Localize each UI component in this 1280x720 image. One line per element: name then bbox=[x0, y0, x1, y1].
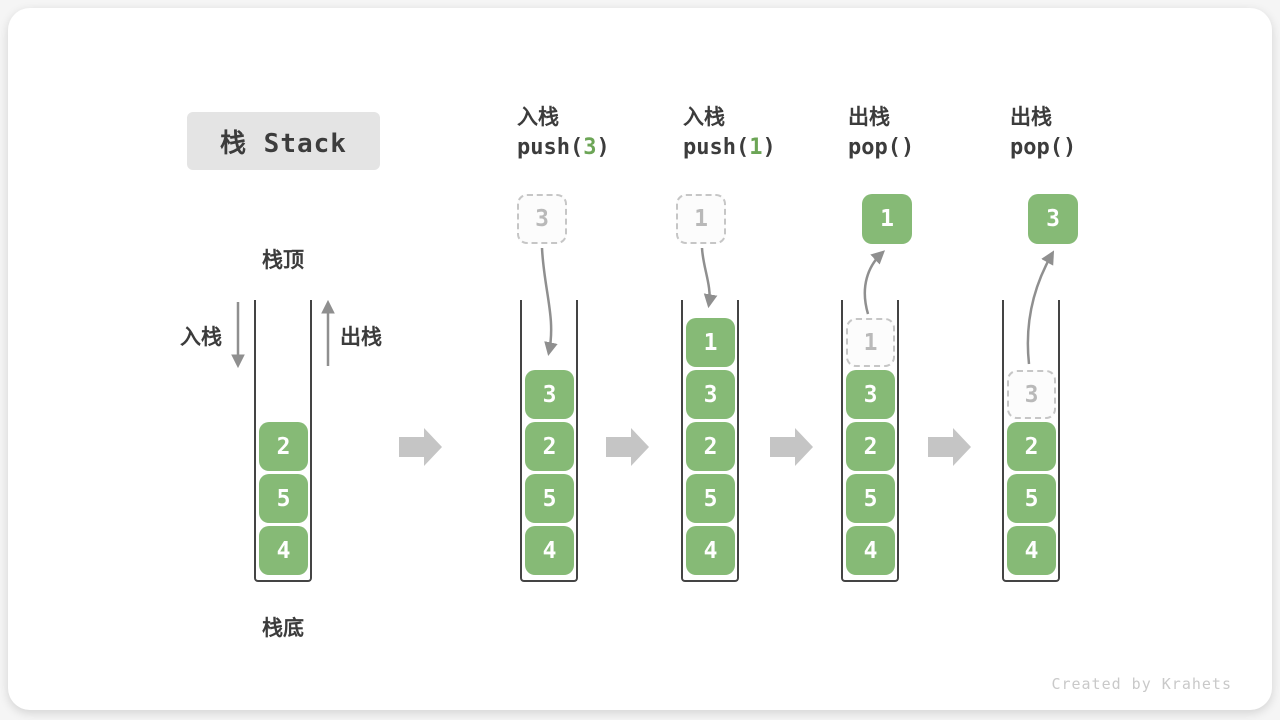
op-label-push-1: 入栈 push(1) bbox=[683, 104, 776, 164]
stack-cell: 2 bbox=[686, 422, 735, 471]
op-label-push-3: 入栈 push(3) bbox=[517, 104, 610, 164]
stack-cell: 2 bbox=[846, 422, 895, 471]
popped-placeholder-cell: 1 bbox=[846, 318, 895, 367]
op-code-arg: 1 bbox=[749, 135, 763, 160]
diagram-title-text: 栈 Stack bbox=[220, 128, 347, 159]
op-code-text: pop() bbox=[848, 132, 914, 164]
diagram-title: 栈 Stack bbox=[187, 112, 380, 170]
stack-cell: 4 bbox=[525, 526, 574, 575]
stack-cell: 5 bbox=[846, 474, 895, 523]
op-action-text: 入栈 bbox=[517, 106, 559, 129]
floating-push-value: 1 bbox=[676, 194, 726, 244]
stack-container-initial bbox=[254, 300, 312, 582]
stack-container-pop-first bbox=[841, 300, 899, 582]
stack-container-pop-second bbox=[1002, 300, 1060, 582]
op-code-suffix: ) bbox=[762, 135, 776, 160]
stack-cell: 3 bbox=[525, 370, 574, 419]
stack-bottom-label: 栈底 bbox=[262, 617, 304, 640]
stack-cell: 4 bbox=[686, 526, 735, 575]
stack-cell: 5 bbox=[525, 474, 574, 523]
floating-push-value: 3 bbox=[517, 194, 567, 244]
stack-cell: 2 bbox=[525, 422, 574, 471]
stack-cell: 2 bbox=[259, 422, 308, 471]
push-side-label: 入栈 bbox=[180, 326, 222, 349]
stack-cell: 5 bbox=[259, 474, 308, 523]
op-code-prefix: push( bbox=[517, 135, 584, 160]
op-action-text: 入栈 bbox=[683, 106, 725, 129]
stack-cell: 5 bbox=[686, 474, 735, 523]
op-code-suffix: ) bbox=[596, 135, 610, 160]
stack-container-push-1 bbox=[681, 300, 739, 582]
stack-container-push-3 bbox=[520, 300, 578, 582]
op-label-pop-first: 出栈 pop() bbox=[848, 104, 914, 164]
op-action-text: 出栈 bbox=[1010, 106, 1052, 129]
op-code-text: push(1) bbox=[683, 132, 776, 164]
stack-cell: 5 bbox=[1007, 474, 1056, 523]
op-code-arg: 3 bbox=[583, 135, 597, 160]
pop-side-label: 出栈 bbox=[340, 326, 382, 349]
stack-cell: 4 bbox=[1007, 526, 1056, 575]
stack-cell: 1 bbox=[686, 318, 735, 367]
stack-cell: 2 bbox=[1007, 422, 1056, 471]
stack-cell: 3 bbox=[686, 370, 735, 419]
floating-popped-value: 3 bbox=[1028, 194, 1078, 244]
op-code-text: pop() bbox=[1010, 132, 1076, 164]
watermark: Created by Krahets bbox=[1051, 675, 1232, 693]
stack-cell: 3 bbox=[846, 370, 895, 419]
op-code-text: push(3) bbox=[517, 132, 610, 164]
stack-top-label: 栈顶 bbox=[262, 249, 304, 272]
floating-popped-value: 1 bbox=[862, 194, 912, 244]
op-code-prefix: push( bbox=[683, 135, 750, 160]
op-label-pop-second: 出栈 pop() bbox=[1010, 104, 1076, 164]
op-code-prefix: pop() bbox=[848, 135, 915, 160]
op-action-text: 出栈 bbox=[848, 106, 890, 129]
op-code-prefix: pop() bbox=[1010, 135, 1077, 160]
stack-cell: 4 bbox=[846, 526, 895, 575]
stack-cell: 4 bbox=[259, 526, 308, 575]
popped-placeholder-cell: 3 bbox=[1007, 370, 1056, 419]
